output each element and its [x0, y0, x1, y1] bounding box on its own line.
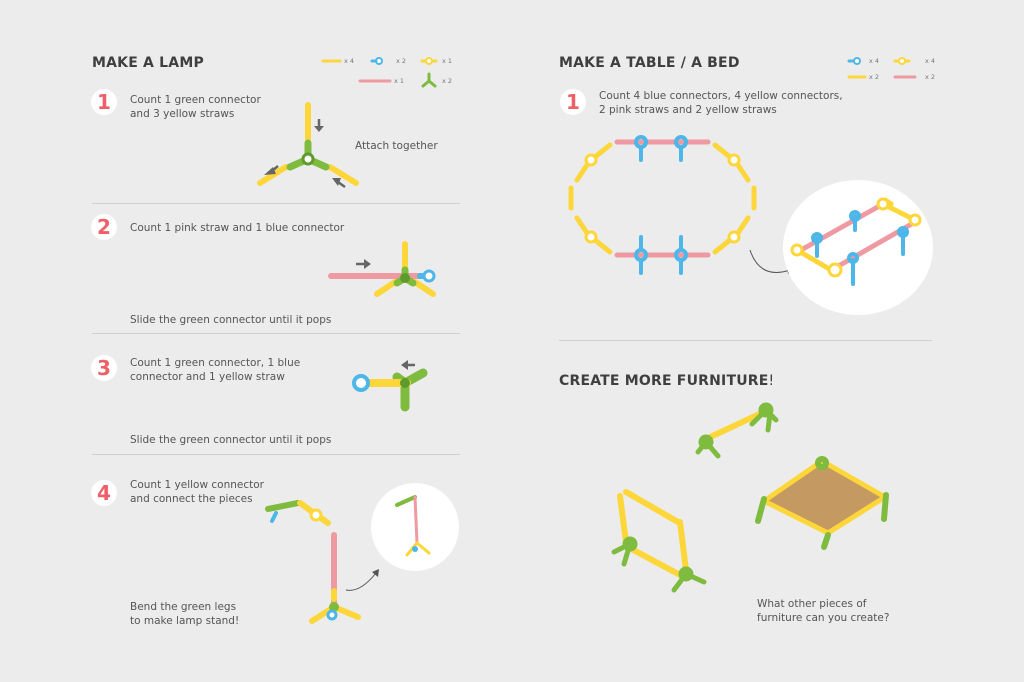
lamp-step-4-illustration: [265, 500, 379, 624]
legend-yellow-connector-count: x 4: [925, 57, 936, 65]
legend-yellow-connector-count: x 1: [442, 57, 453, 65]
bed-illustration: [755, 456, 889, 550]
lamp-step-1-caption: Attach together: [355, 140, 438, 152]
lamp-divider-2: [92, 333, 460, 334]
lamp-divider-1: [92, 203, 460, 204]
legend-blue-connector-count: x 4: [869, 57, 880, 65]
blue-connector-icon: [847, 57, 861, 65]
green-connector-icon: [421, 72, 437, 88]
table-step-1-number: 1: [560, 89, 586, 115]
blue-connector-icon: [370, 57, 383, 65]
lamp-step-3-text: Count 1 green connector, 1 blue connecto…: [130, 357, 301, 383]
arrow-icon: [264, 165, 279, 175]
arrow-icon: [401, 360, 415, 370]
arrow-icon: [314, 119, 324, 132]
table-title: MAKE A TABLE / A BED: [559, 55, 740, 71]
table-divider: [559, 340, 932, 341]
legend-green-connector-count: x 2: [442, 77, 453, 85]
lamp-step-2-text: Count 1 pink straw and 1 blue connector: [130, 222, 345, 234]
lamp-step-3-number: 3: [91, 355, 117, 381]
legend-pink-straw-count: x 2: [925, 73, 936, 81]
arrow-icon: [332, 178, 346, 189]
legend-yellow-straw-count: x 2: [869, 73, 880, 81]
lamp-step-1-illustration: [257, 102, 359, 189]
lamp-finished-circle: [371, 483, 459, 571]
yellow-connector-icon: [893, 57, 911, 65]
legend-pink-straw-count: x 1: [394, 77, 405, 85]
table-step-1-text: Count 4 blue connectors, 4 yellow connec…: [599, 90, 843, 116]
yellow-connector-icon: [420, 57, 438, 65]
lamp-title: MAKE A LAMP: [92, 55, 204, 71]
more-title: CREATE MORE FURNITURE!: [559, 373, 775, 389]
lamp-step-2-illustration: [328, 241, 436, 297]
lamp-parts-legend: x 4 x 2 x 1 x 1 x 2: [320, 54, 470, 94]
table-flat-layout-illustration: [568, 135, 795, 275]
table-parts-legend: x 4 x 4 x 2 x 2: [845, 55, 945, 85]
lamp-step-4-caption: Bend the green legs to make lamp stand!: [130, 601, 240, 627]
lamp-step-1-text: Count 1 green connector and 3 yellow str…: [130, 94, 261, 120]
chair-illustration: [611, 489, 707, 593]
more-question: What other pieces of furniture can you c…: [757, 598, 890, 624]
lamp-step-1-number: 1: [91, 89, 117, 115]
legend-blue-connector-count: x 2: [396, 57, 407, 65]
lamp-step-2-caption: Slide the green connector until it pops: [130, 314, 332, 326]
lamp-step-3-illustration: [352, 360, 428, 412]
legend-yellow-straw-count: x 4: [344, 57, 355, 65]
table-assembled-circle: [783, 180, 933, 315]
lamp-step-3-caption: Slide the green connector until it pops: [130, 434, 332, 446]
lamp-step-4-number: 4: [91, 480, 117, 506]
chair-back-illustration: [695, 402, 779, 459]
lamp-step-4-text: Count 1 yellow connector and connect the…: [130, 479, 264, 505]
lamp-divider-3: [92, 454, 460, 455]
lamp-step-2-number: 2: [91, 214, 117, 240]
arrow-icon: [356, 259, 371, 269]
